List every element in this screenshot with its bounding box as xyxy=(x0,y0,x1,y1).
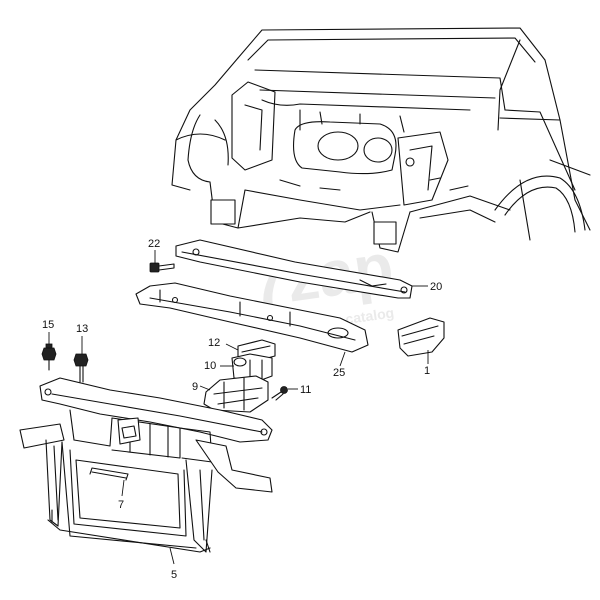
callout-labels: 22 20 25 1 12 10 9 11 15 13 7 5 xyxy=(42,238,442,581)
callout-25: 25 xyxy=(333,367,345,379)
part-7-seal xyxy=(89,467,129,481)
callout-7: 7 xyxy=(118,499,124,511)
callout-11: 11 xyxy=(300,384,311,396)
part-20-upper-cross-member xyxy=(175,239,413,299)
callout-9: 9 xyxy=(192,381,198,393)
part-1-bracket xyxy=(397,317,445,357)
part-13-bolt xyxy=(73,353,89,383)
part-15-nut xyxy=(41,343,57,371)
part-5-front-end-carrier xyxy=(19,377,273,553)
callout-15: 15 xyxy=(42,319,54,331)
part-25-lower-cross-member xyxy=(135,282,369,353)
part-11-screw xyxy=(271,386,288,401)
part-9-air-duct xyxy=(203,375,269,413)
callout-12: 12 xyxy=(208,337,220,349)
callout-1: 1 xyxy=(424,365,430,377)
callout-13: 13 xyxy=(76,323,88,335)
callout-22: 22 xyxy=(148,238,160,250)
callout-5: 5 xyxy=(171,569,177,581)
car-front-body xyxy=(171,27,591,253)
part-22-bolt xyxy=(149,262,175,273)
callout-10: 10 xyxy=(204,360,216,372)
leader-lines xyxy=(48,250,429,565)
callout-20: 20 xyxy=(430,281,442,293)
